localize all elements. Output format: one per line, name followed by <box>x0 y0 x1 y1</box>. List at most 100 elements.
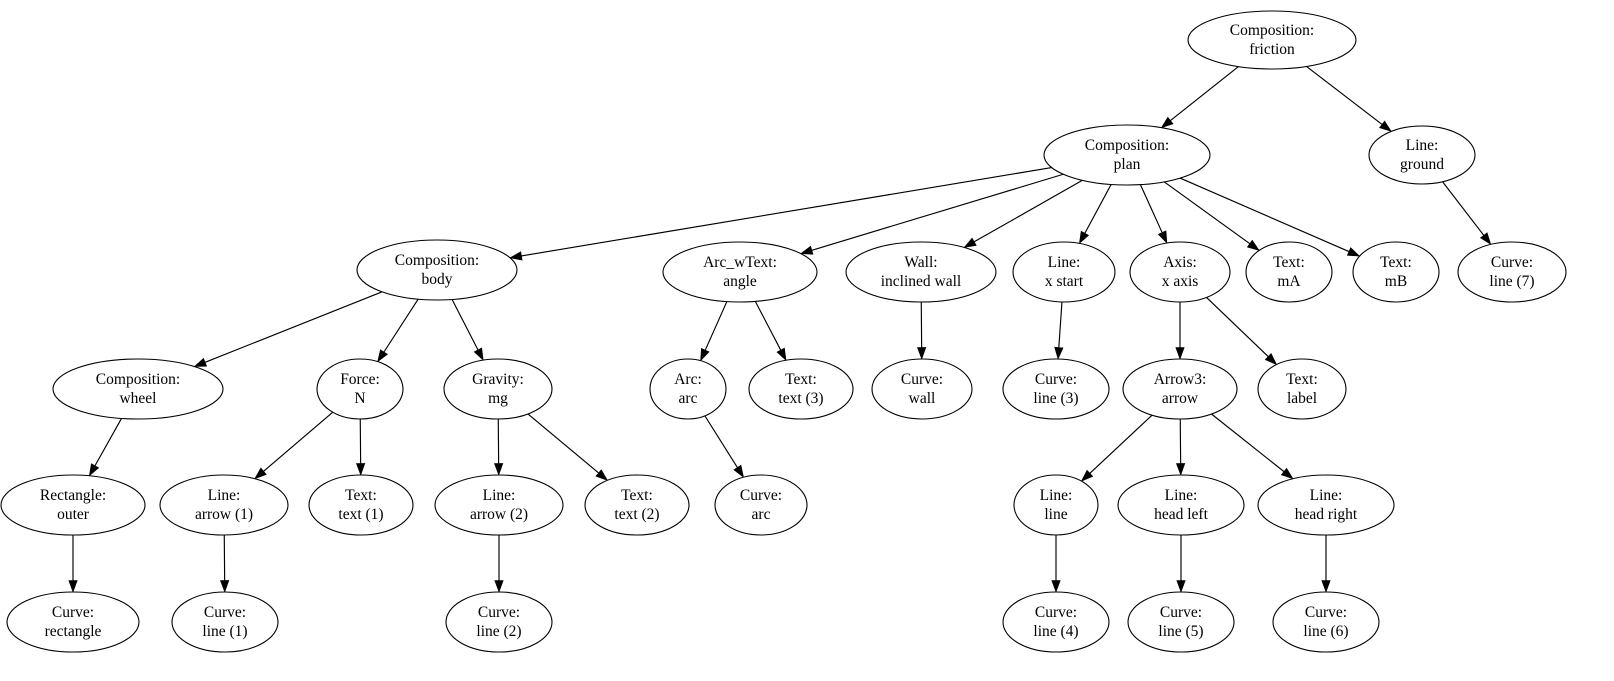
node-ellipse[interactable] <box>6 591 140 653</box>
node-ellipse[interactable] <box>845 241 997 303</box>
edge-line <box>1211 413 1285 473</box>
graph-node[interactable]: Line:head right <box>1257 474 1395 536</box>
node-name-label: arc <box>679 390 698 407</box>
node-ellipse[interactable] <box>1129 241 1231 303</box>
edge-arrowhead-icon <box>1280 467 1294 480</box>
node-ellipse[interactable] <box>748 358 854 420</box>
edge-line <box>1058 301 1063 348</box>
node-ellipse[interactable] <box>1272 591 1380 653</box>
node-name-label: line (2) <box>476 623 521 640</box>
graph-node[interactable]: Force:N <box>316 358 404 420</box>
node-ellipse[interactable] <box>662 241 818 303</box>
graph-edge <box>917 301 927 360</box>
edge-line <box>704 301 728 351</box>
node-ellipse[interactable] <box>0 474 146 536</box>
node-type-label: Arrow3: <box>1154 371 1207 388</box>
graph-node[interactable]: Rectangle:outer <box>0 474 146 536</box>
graph-edge <box>377 298 419 363</box>
graph-node[interactable]: Composition:plan <box>1043 124 1211 186</box>
node-ellipse[interactable] <box>1012 241 1116 303</box>
node-ellipse[interactable] <box>356 239 518 301</box>
graph-node[interactable]: Text:text (2) <box>584 474 690 536</box>
node-label: Curve:line (1) <box>202 604 247 640</box>
graph-node[interactable]: Text:text (3) <box>748 358 854 420</box>
node-name-label: friction <box>1249 41 1295 58</box>
graph-node[interactable]: Curve:line (1) <box>171 591 279 653</box>
graph-node[interactable]: Arrow3:arrow <box>1122 358 1238 420</box>
graph-node[interactable]: Wall:inclined wall <box>845 241 997 303</box>
node-name-label: wall <box>909 390 936 407</box>
node-ellipse[interactable] <box>1002 358 1110 420</box>
node-label: Line:head right <box>1295 487 1358 523</box>
node-ellipse[interactable] <box>1245 241 1333 303</box>
node-ellipse[interactable] <box>1352 241 1440 303</box>
node-ellipse[interactable] <box>584 474 690 536</box>
node-ellipse[interactable] <box>1013 474 1099 536</box>
graph-node[interactable]: Line:line <box>1013 474 1099 536</box>
node-ellipse[interactable] <box>52 358 224 420</box>
node-ellipse[interactable] <box>1122 358 1238 420</box>
node-ellipse[interactable] <box>1187 10 1357 70</box>
graph-node[interactable]: Composition:wheel <box>52 358 224 420</box>
node-name-label: mB <box>1385 273 1407 290</box>
graph-node[interactable]: Curve:line (2) <box>445 591 553 653</box>
node-ellipse[interactable] <box>316 358 404 420</box>
graph-edge <box>88 418 123 477</box>
node-ellipse[interactable] <box>871 358 973 420</box>
graph-node[interactable]: Curve:line (3) <box>1002 358 1110 420</box>
graph-node[interactable]: Curve:line (7) <box>1457 241 1567 303</box>
graph-node[interactable]: Line:arrow (2) <box>434 474 564 536</box>
graph-node[interactable]: Text:text (1) <box>308 474 414 536</box>
node-ellipse[interactable] <box>1257 474 1395 536</box>
graph-node[interactable]: Text:mB <box>1352 241 1440 303</box>
node-label: Composition:wheel <box>96 371 180 407</box>
node-ellipse[interactable] <box>434 474 564 536</box>
node-label: Gravity:mg <box>472 371 524 407</box>
graph-node[interactable]: Composition:friction <box>1187 10 1357 70</box>
node-ellipse[interactable] <box>1457 241 1567 303</box>
node-type-label: Text: <box>621 487 653 504</box>
node-ellipse[interactable] <box>171 591 279 653</box>
graph-node[interactable]: Curve:rectangle <box>6 591 140 653</box>
graph-node[interactable]: Curve:line (6) <box>1272 591 1380 653</box>
node-ellipse[interactable] <box>159 474 289 536</box>
graph-node[interactable]: Line:arrow (1) <box>159 474 289 536</box>
graph-node[interactable]: Line:x start <box>1012 241 1116 303</box>
node-ellipse[interactable] <box>649 358 727 420</box>
node-ellipse[interactable] <box>1002 591 1110 653</box>
edge-line <box>1170 66 1239 122</box>
node-ellipse[interactable] <box>1257 358 1347 420</box>
node-label: Text:label <box>1286 371 1318 407</box>
node-name-label: head right <box>1295 506 1358 523</box>
node-ellipse[interactable] <box>308 474 414 536</box>
graph-node[interactable]: Gravity:mg <box>443 358 553 420</box>
graph-node[interactable]: Text:label <box>1257 358 1347 420</box>
node-name-label: text (1) <box>338 506 383 523</box>
graph-node[interactable]: Line:head left <box>1117 474 1245 536</box>
graph-node[interactable]: Curve:line (5) <box>1127 591 1235 653</box>
node-label: Curve:line (6) <box>1303 604 1348 640</box>
node-ellipse[interactable] <box>1127 591 1235 653</box>
graph-node[interactable]: Composition:body <box>356 239 518 301</box>
node-type-label: Text: <box>785 371 817 388</box>
graph-node[interactable]: Text:mA <box>1245 241 1333 303</box>
node-ellipse[interactable] <box>1043 124 1211 186</box>
graph-node[interactable]: Curve:line (4) <box>1002 591 1110 653</box>
node-ellipse[interactable] <box>1368 125 1476 185</box>
graph-node[interactable]: Axis:x axis <box>1129 241 1231 303</box>
edge-arrowhead-icon <box>1321 580 1331 593</box>
graph-edge <box>451 299 484 361</box>
node-ellipse[interactable] <box>1117 474 1245 536</box>
graph-edge <box>1176 418 1186 476</box>
node-ellipse[interactable] <box>714 474 808 536</box>
node-ellipse[interactable] <box>443 358 553 420</box>
node-ellipse[interactable] <box>445 591 553 653</box>
graph-node[interactable]: Arc_wText:angle <box>662 241 818 303</box>
edge-line <box>1179 177 1350 253</box>
graph-node[interactable]: Curve:arc <box>714 474 808 536</box>
graph-node[interactable]: Arc:arc <box>649 358 727 420</box>
graph-node[interactable]: Curve:wall <box>871 358 973 420</box>
edge-line <box>1089 414 1153 474</box>
edge-line <box>94 418 123 467</box>
graph-node[interactable]: Line:ground <box>1368 125 1476 185</box>
